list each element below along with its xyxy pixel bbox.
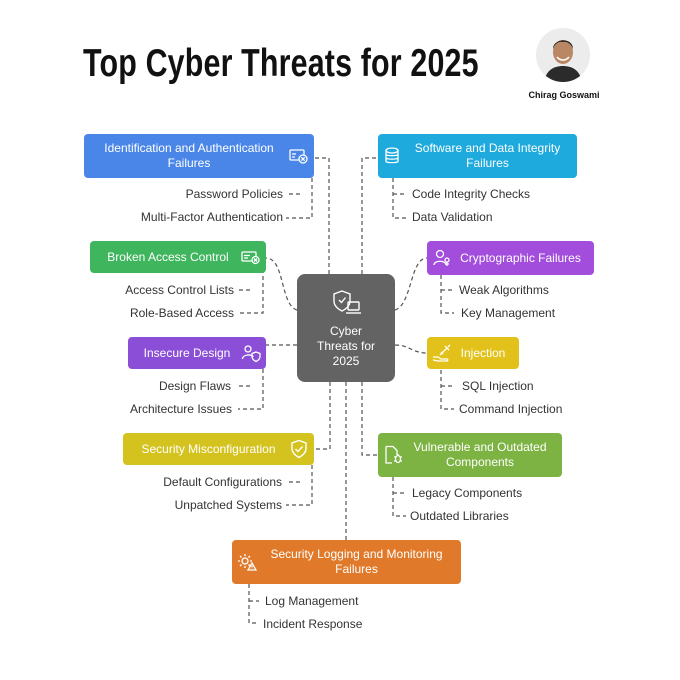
category-label: Security Misconfiguration <box>141 441 276 456</box>
category-label: Security Logging and Monitoring Failures <box>270 547 443 576</box>
category-broken-access-control: Broken Access Control <box>90 241 266 273</box>
category-label: Injection <box>460 345 506 360</box>
id-card-x-icon <box>289 146 309 166</box>
sub-item: Weak Algorithms <box>459 283 549 297</box>
sub-item: Legacy Components <box>412 486 523 500</box>
category-cryptographic-failures: Cryptographic Failures <box>427 241 594 275</box>
sub-item: Default Configurations <box>163 475 282 489</box>
sub-item: Password Policies <box>185 187 283 201</box>
category-label: Broken Access Control <box>107 249 229 264</box>
page-title: Top Cyber Threats for 2025 <box>83 42 479 85</box>
sub-item: Data Validation <box>412 210 493 224</box>
syringe-hand-icon <box>432 343 452 363</box>
category-label: Identification and Authentication Failur… <box>104 141 274 170</box>
sub-item: SQL Injection <box>462 379 534 393</box>
category-vulnerable-components: Vulnerable and Outdated Components <box>378 433 562 477</box>
central-line-2: Threats for <box>316 339 376 353</box>
category-insecure-design: Insecure Design <box>128 337 266 369</box>
category-label: Insecure Design <box>143 345 231 360</box>
sub-item: Architecture Issues <box>129 402 232 416</box>
author-name: Chirag Goswami <box>528 90 600 100</box>
central-node: Cyber Threats for 2025 <box>297 274 395 382</box>
category-identification: Identification and Authentication Failur… <box>84 134 314 178</box>
category-injection: Injection <box>427 337 519 369</box>
category-logging-monitoring: Security Logging and Monitoring Failures <box>232 540 461 584</box>
user-key-icon <box>432 248 452 268</box>
category-label: Cryptographic Failures <box>460 250 581 265</box>
shield-laptop-icon <box>333 290 361 314</box>
database-icon <box>383 146 403 166</box>
central-line-3: 2025 <box>332 354 360 368</box>
category-software-integrity: Software and Data Integrity Failures <box>378 134 577 178</box>
sub-item: Unpatched Systems <box>174 498 282 512</box>
sub-item: Command Injection <box>459 402 563 416</box>
sub-item: Outdated Libraries <box>410 509 509 523</box>
sub-item: Multi-Factor Authentication <box>140 210 283 224</box>
shield-check-icon <box>289 439 309 459</box>
access-card-icon <box>241 247 261 267</box>
sub-item: Log Management <box>265 594 359 608</box>
file-bug-icon <box>383 445 403 465</box>
central-line-1: Cyber <box>329 324 362 338</box>
sub-item: Code Integrity Checks <box>412 187 531 201</box>
sub-item: Role-Based Access <box>129 306 234 320</box>
sub-item: Access Control Lists <box>125 283 234 297</box>
user-shield-icon <box>241 343 261 363</box>
sub-item: Key Management <box>461 306 556 320</box>
sub-item: Design Flaws <box>158 379 231 393</box>
author-avatar <box>536 28 590 82</box>
category-label: Software and Data Integrity Failures <box>414 141 561 170</box>
category-label: Vulnerable and Outdated Components <box>413 440 547 469</box>
sub-item: Incident Response <box>263 617 363 631</box>
category-security-misconfiguration: Security Misconfiguration <box>123 433 314 465</box>
gear-alert-icon <box>237 552 257 572</box>
